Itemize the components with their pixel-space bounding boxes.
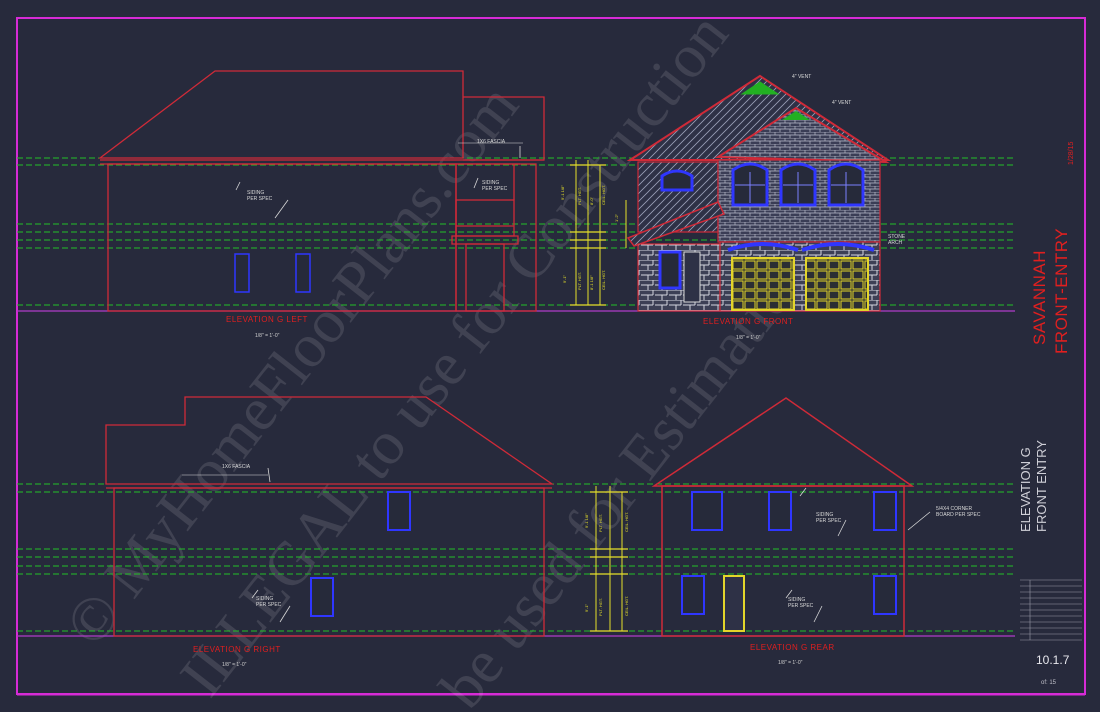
window	[295, 253, 311, 293]
left-elevation-title: ELEVATION G LEFT	[226, 315, 308, 324]
right-siding-note: SIDING PER SPEC	[256, 596, 282, 608]
elevation-sub: FRONT ENTRY	[1034, 440, 1049, 532]
elevation-left	[98, 70, 545, 312]
dim-floor: 1'-2"	[614, 214, 619, 222]
window	[660, 169, 694, 192]
window	[873, 575, 897, 615]
rear-dim-lower: 9'-1"	[584, 604, 589, 612]
rear-windows	[681, 491, 897, 615]
front-vent-top-note: 4" VENT	[792, 74, 812, 80]
left-fascia-note: 1X6 FASCIA	[477, 139, 506, 145]
window	[691, 491, 723, 531]
project-name: SAVANNAH	[1030, 249, 1049, 345]
dim-upper-value: 9'-1 1/8"	[560, 185, 565, 200]
window	[768, 491, 792, 531]
rear-elevation-title: ELEVATION G REAR	[750, 643, 835, 652]
dim-ceil-value-upper: 8'-0"	[589, 197, 594, 205]
dim-ceil-label-upper: CEIL. HGT.	[601, 184, 606, 205]
rear-dimensions	[590, 486, 628, 632]
stone-arch-note: STONE ARCH	[888, 234, 906, 246]
rear-siding-note: SIDING PER SPEC	[816, 512, 842, 524]
rear-dim-ceil-upper: CEIL. HGT.	[624, 511, 629, 532]
rear-elevation-scale: 1/8" = 1'-0"	[778, 660, 803, 666]
rear-wall	[661, 485, 905, 637]
leader-lines	[235, 146, 931, 623]
sheet-number: 10.1.7	[1036, 653, 1070, 667]
garage-door	[731, 257, 795, 311]
garage-arch	[727, 242, 799, 252]
right-roof	[105, 396, 555, 485]
right-windows	[310, 491, 411, 617]
left-porch-post	[465, 243, 505, 312]
front-door	[683, 251, 701, 303]
front-dimensions	[570, 160, 627, 306]
elevation-rear	[651, 397, 915, 637]
date-small: 1/28/15	[1068, 141, 1075, 165]
left-roof	[98, 70, 464, 159]
left-porch-beam	[451, 235, 519, 245]
elevation-right	[105, 396, 555, 637]
left-siding-note-2: SIDING PER SPEC	[482, 180, 508, 192]
dim-plt-hgt-upper: 9'-1 1/8"	[560, 185, 565, 200]
elevation-title: ELEVATION G	[1018, 447, 1033, 532]
right-fascia-note: 1X6 FASCIA	[222, 464, 251, 470]
dim-lower-b: 8'-1 1/8"	[589, 275, 594, 290]
porch-roof	[626, 201, 726, 247]
level-lines-bottom	[17, 483, 1015, 632]
garage-arch	[801, 242, 875, 252]
rear-dim-upper: 9'-1 1/8"	[584, 513, 589, 528]
dim-plt-label-lower: PLT. HGT.	[577, 272, 582, 290]
corner-board-note: 5/4X4 CORNER BOARD PER SPEC	[936, 506, 981, 518]
elevation-front	[626, 74, 892, 312]
window	[234, 253, 250, 293]
left-elevation-scale: 1/8" = 1'-0"	[255, 333, 280, 339]
front-elevation-scale: 1/8" = 1'-0"	[736, 335, 761, 341]
rear-dim-ceil-lower: CEIL. HGT.	[624, 595, 629, 616]
window	[681, 575, 705, 615]
dim-ceil-label-lower: CEIL. HGT.	[601, 269, 606, 290]
front-vent-right-note: 4" VENT	[832, 100, 852, 106]
rear-siding-note-2: SIDING PER SPEC	[788, 597, 814, 609]
right-wall	[113, 487, 545, 637]
vent-top	[740, 81, 780, 95]
right-elevation-scale: 1/8" = 1'-0"	[222, 662, 247, 668]
vent-right	[782, 111, 810, 120]
window	[873, 491, 897, 531]
title-block	[1020, 579, 1082, 641]
front-elevation-title: ELEVATION G FRONT	[703, 317, 794, 326]
rear-dim-plt-upper: PLT. HGT.	[598, 514, 603, 532]
garage-door	[805, 257, 869, 311]
left-windows	[234, 253, 311, 293]
rear-dim-plt-lower: PLT. HGT.	[598, 598, 603, 616]
dim-lower-value: 9'-1"	[562, 275, 567, 283]
rear-door	[723, 575, 745, 632]
right-elevation-title: ELEVATION G RIGHT	[193, 645, 281, 654]
window	[387, 491, 411, 531]
dim-plt-label-upper: PLT. HGT.	[577, 187, 582, 205]
front-side-window	[658, 250, 682, 290]
sheet-of: of: 15	[1041, 680, 1057, 686]
left-siding-note: SIDING PER SPEC	[247, 190, 273, 202]
window	[310, 577, 334, 617]
sheet-border	[16, 17, 1086, 695]
project-sub: FRONT-ENTRY	[1052, 227, 1071, 354]
